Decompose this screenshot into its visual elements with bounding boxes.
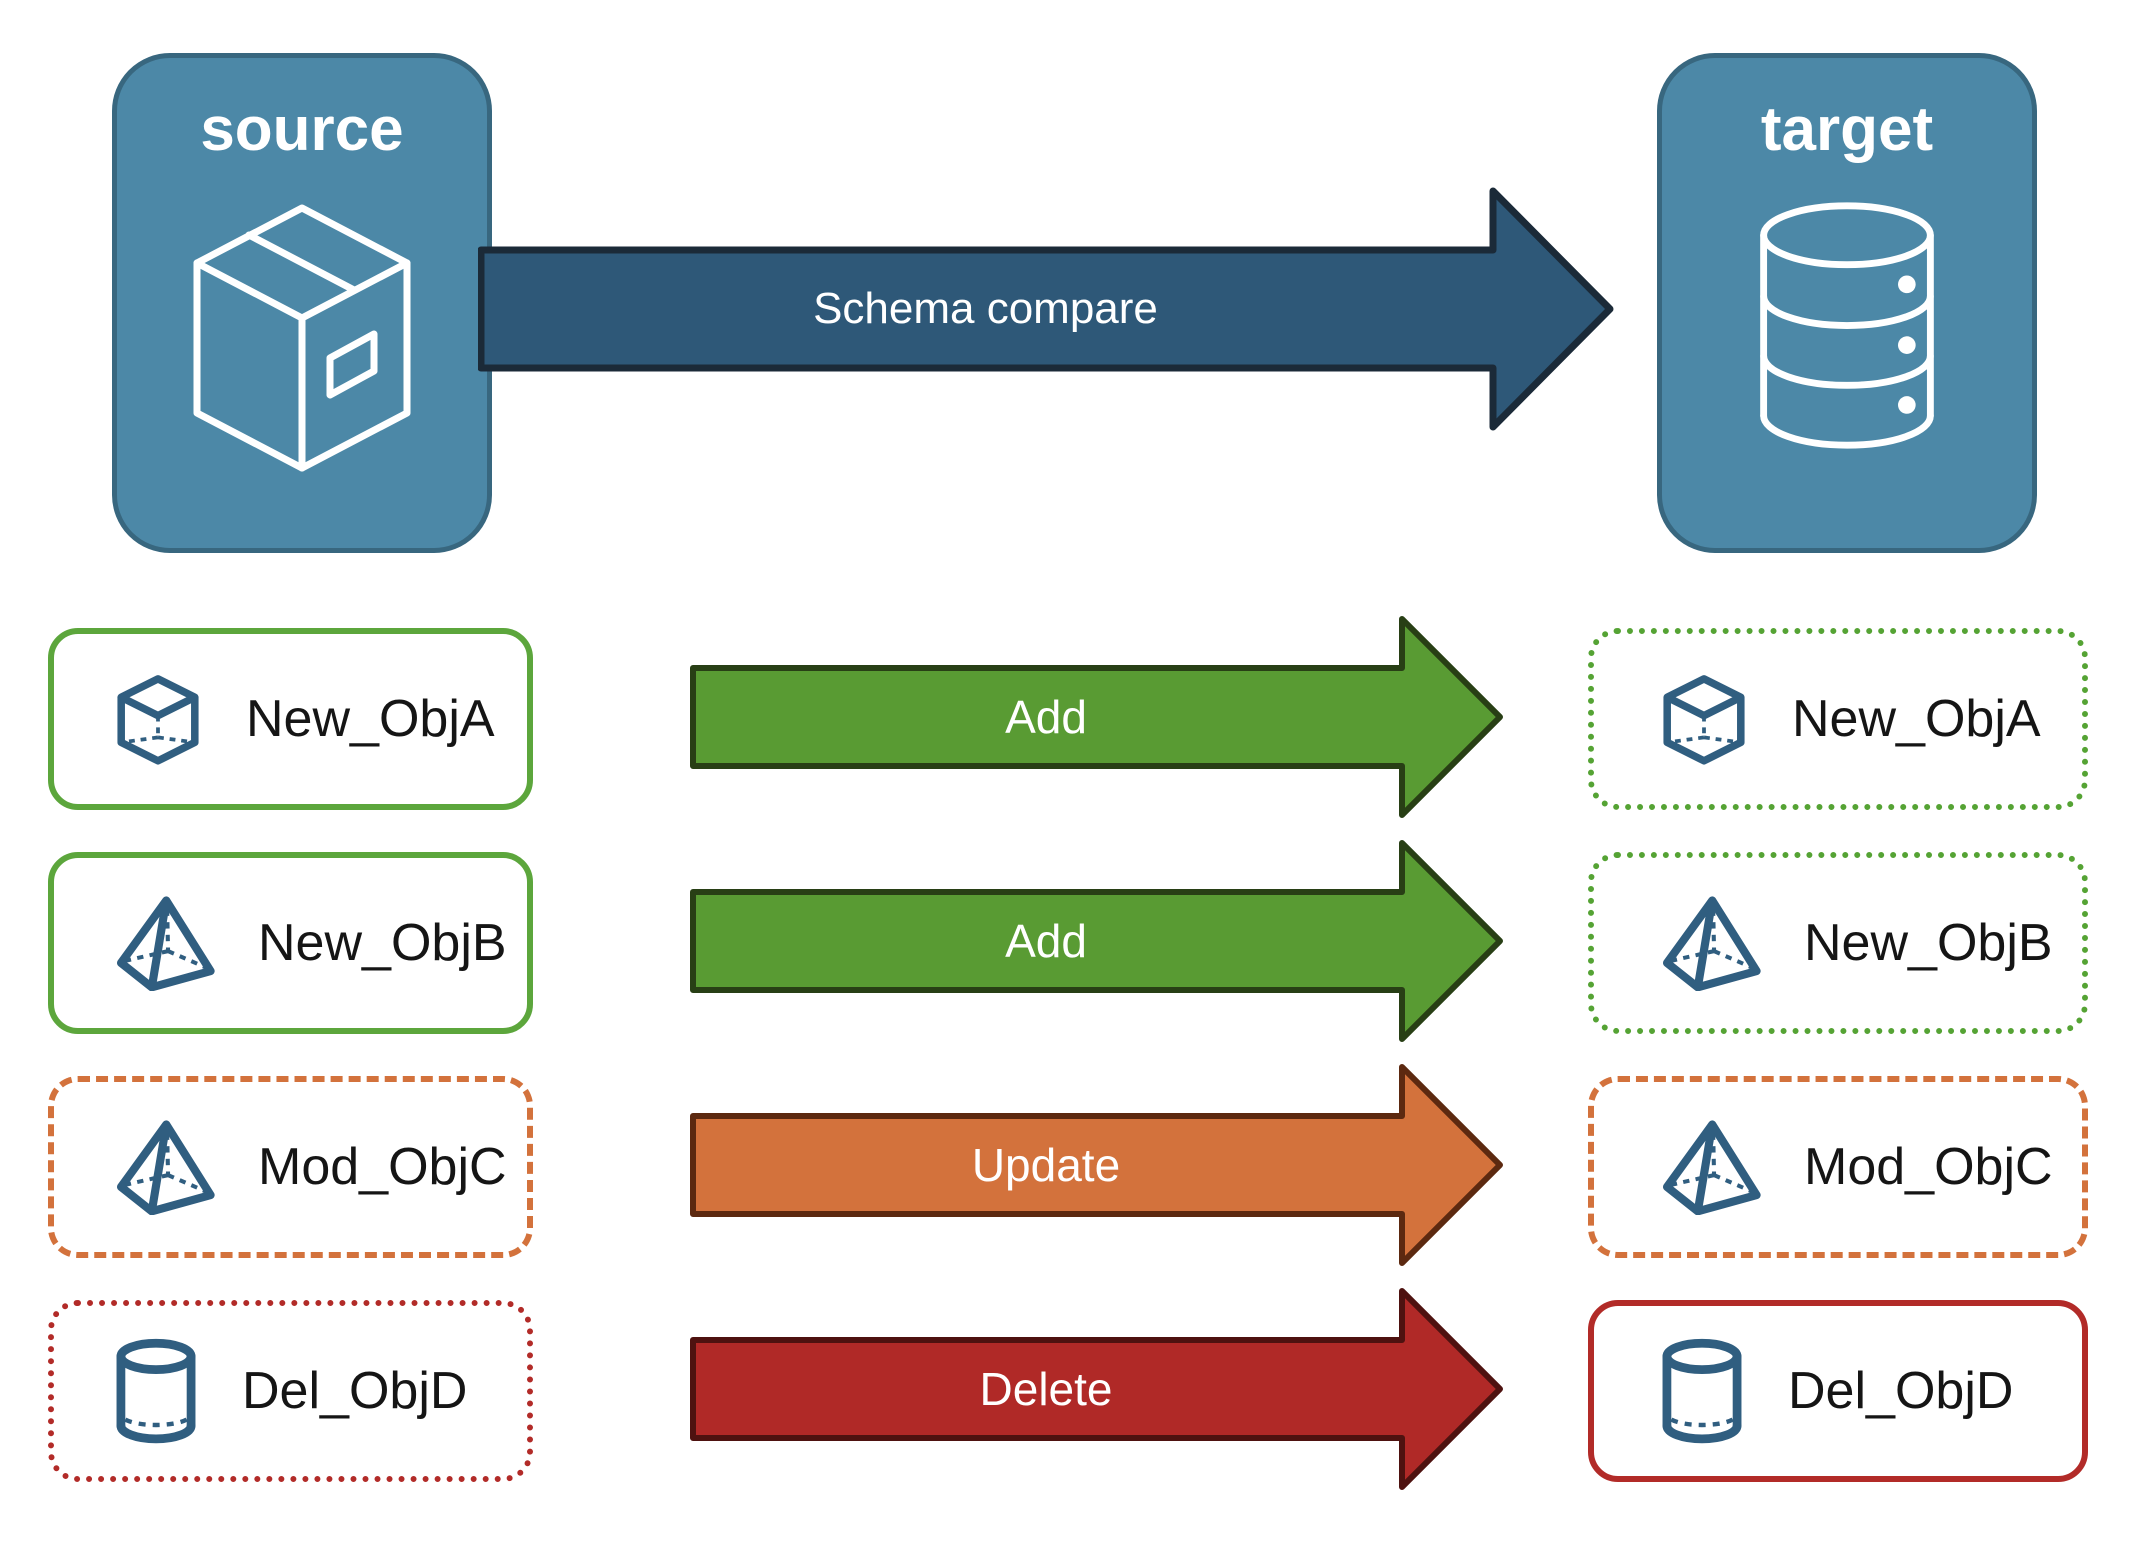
source-object-card: Del_ObjD <box>48 1300 533 1482</box>
schema-compare-arrow <box>478 187 1614 431</box>
action-arrow-add <box>690 840 1503 1042</box>
object-name-label: New_ObjA <box>1792 690 2041 748</box>
target-object-card: New_ObjB <box>1588 852 2088 1034</box>
source-object-card: Mod_ObjC <box>48 1076 533 1258</box>
target-node: target <box>1657 53 2037 553</box>
pyramid-icon <box>1658 1119 1762 1215</box>
target-object-card: New_ObjA <box>1588 628 2088 810</box>
database-icon <box>1744 198 1950 455</box>
object-name-label: New_ObjB <box>1804 914 2053 972</box>
pyramid-icon <box>1658 895 1762 991</box>
source-object-card: New_ObjA <box>48 628 533 810</box>
target-node-label: target <box>1760 95 1934 164</box>
target-object-card: Del_ObjD <box>1588 1300 2088 1482</box>
cube-icon <box>1658 672 1750 766</box>
object-name-label: New_ObjA <box>246 690 495 748</box>
pyramid-icon <box>112 1119 216 1215</box>
pyramid-icon <box>112 895 216 991</box>
object-name-label: Mod_ObjC <box>258 1138 507 1196</box>
source-node: source <box>112 53 492 553</box>
action-arrow-delete <box>690 1288 1503 1490</box>
action-arrow-update <box>690 1064 1503 1266</box>
object-name-label: Del_ObjD <box>1788 1362 2014 1420</box>
source-node-label: source <box>200 95 404 164</box>
action-arrow-add <box>690 616 1503 818</box>
object-name-label: Del_ObjD <box>242 1362 468 1420</box>
object-name-label: Mod_ObjC <box>1804 1138 2053 1196</box>
cylinder-icon <box>1658 1338 1746 1445</box>
cube-icon <box>112 672 204 766</box>
target-object-card: Mod_ObjC <box>1588 1076 2088 1258</box>
cylinder-icon <box>112 1338 200 1445</box>
package-box-icon <box>167 198 437 478</box>
object-name-label: New_ObjB <box>258 914 507 972</box>
source-object-card: New_ObjB <box>48 852 533 1034</box>
